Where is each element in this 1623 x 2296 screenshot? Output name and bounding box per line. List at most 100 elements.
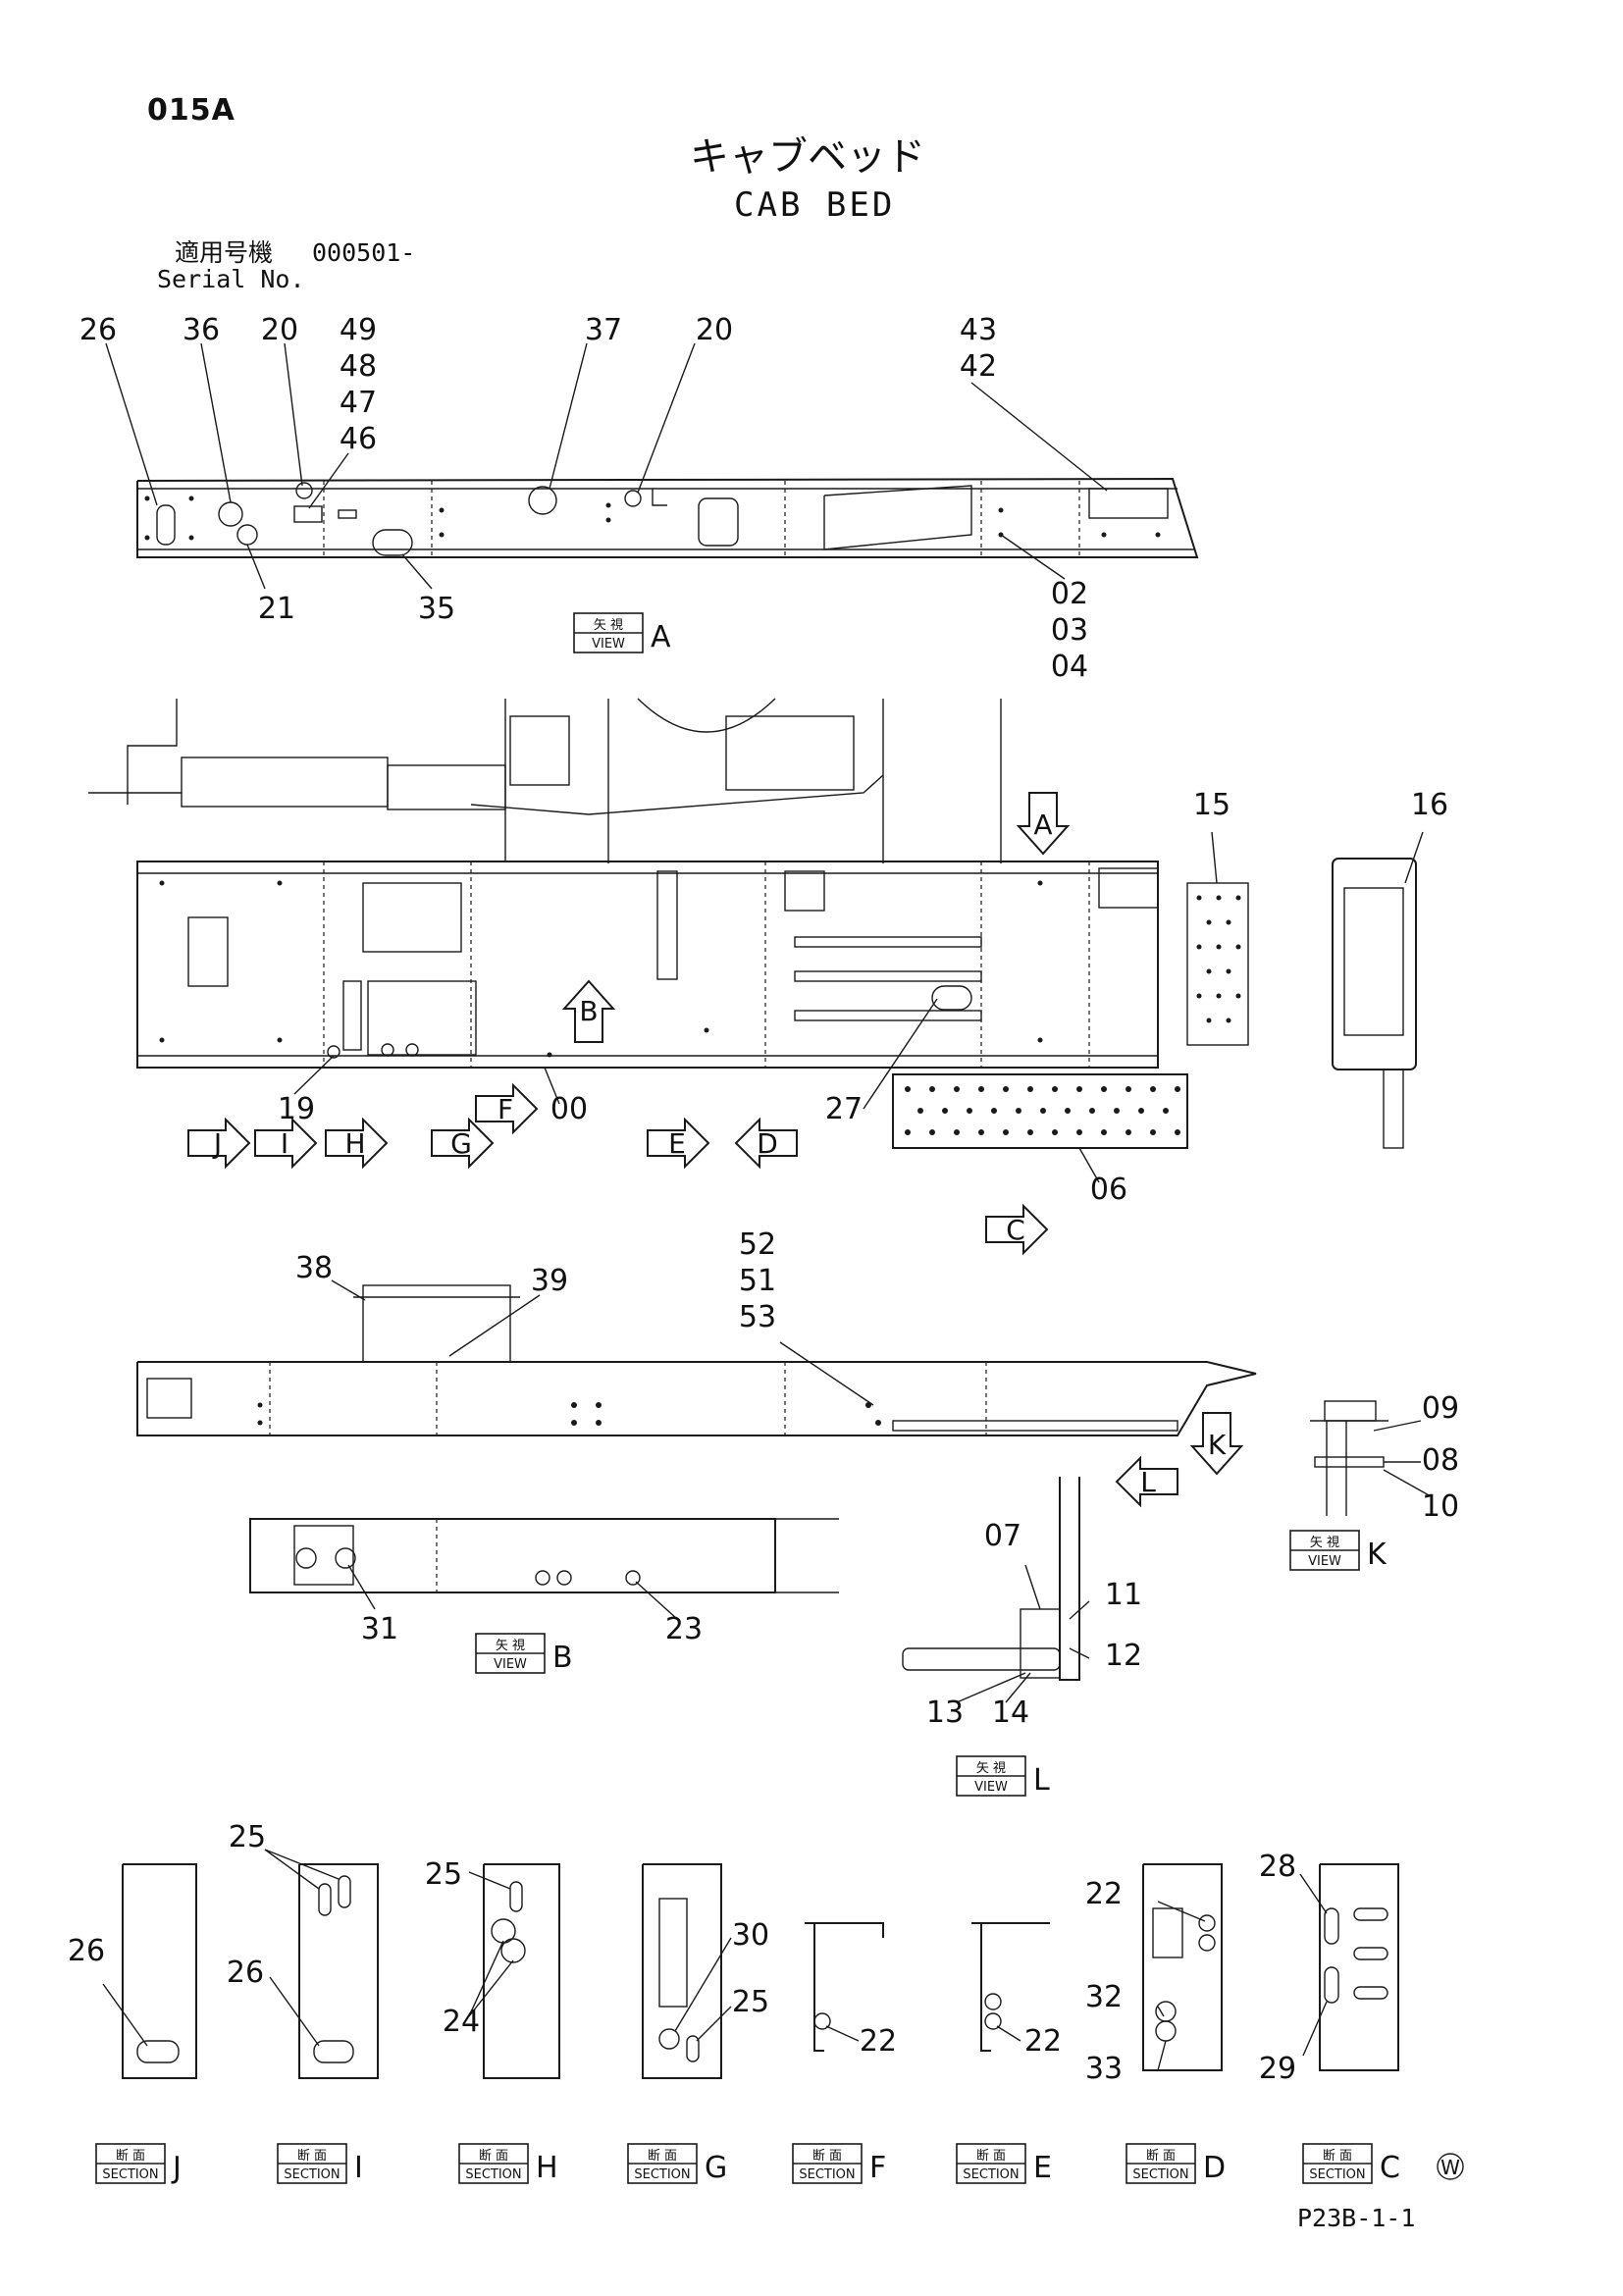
section-box-bottom-label: SECTION [1309,2167,1365,2182]
view-b-drawing [249,1518,839,1620]
part-callout-12: 12 [1105,1639,1142,1673]
section-box-j: 断 面 SECTION J [95,2143,182,2185]
section-box-bottom-label: SECTION [799,2167,855,2182]
section-g-drawing [642,1863,732,2079]
view-box-letter: A [651,620,671,654]
part-callout-15: 15 [1193,788,1230,822]
part-callout-43: 43 [960,313,997,347]
section-box-top-label: 断 面 [976,2149,1006,2164]
part-callout-07: 07 [984,1519,1021,1553]
part-callout-10: 10 [1422,1489,1459,1524]
arrow-marker-j: J [187,1117,251,1170]
part-callout-20: 20 [261,313,298,347]
section-box-letter: I [354,2151,363,2185]
section-box-top-label: 断 面 [479,2149,508,2164]
perforation-pattern [905,895,1241,1135]
serial-label-en: Serial No. [157,265,305,293]
arrow-letter-i: I [281,1127,288,1160]
view-box-letter: K [1367,1538,1387,1572]
part-callout-22: 22 [1085,1877,1123,1911]
part-callout-02: 02 [1051,577,1088,611]
part-callout-35: 35 [418,592,455,626]
section-j-drawing [102,1863,197,2079]
view-box-letter: B [552,1641,573,1675]
arrow-marker-g: G [431,1117,495,1170]
section-box-letter: H [536,2151,558,2185]
section-box-bottom-label: SECTION [465,2167,521,2182]
section-box-letter: F [869,2151,886,2185]
section-i-drawing [264,1849,379,2079]
arrow-letter-l: L [1140,1466,1156,1498]
part-callout-39: 39 [531,1264,568,1298]
part-callout-47: 47 [340,386,377,420]
part-callout-48: 48 [340,349,377,384]
view-box-top-label: 矢 視 [594,618,623,633]
page-reference: P23B-1-1 [1297,2204,1416,2232]
section-box-letter: G [705,2151,727,2185]
section-c-drawing [1299,1863,1399,2071]
section-box-h: 断 面 SECTION H [458,2143,558,2185]
arrow-letter-k: K [1208,1429,1227,1461]
part-callout-06: 06 [1090,1173,1127,1207]
section-box-top-label: 断 面 [812,2149,842,2164]
section-d-drawing [1142,1863,1223,2071]
arrow-marker-d: D [734,1117,798,1170]
view-box-top-label: 矢 視 [976,1761,1006,1776]
view-box-a: 矢 視 VIEW A [573,612,671,654]
section-box-top-label: 断 面 [1146,2149,1176,2164]
arrow-letter-c: C [1006,1214,1025,1246]
part-callout-26: 26 [227,1956,264,1990]
part-callout-21: 21 [258,592,295,626]
view-box-top-label: 矢 視 [1310,1536,1339,1550]
view-box-bottom-label: VIEW [494,1657,527,1672]
part-callout-33: 33 [1085,2052,1123,2086]
part-callout-25: 25 [425,1857,462,1892]
part-callout-22: 22 [1024,2024,1062,2059]
svg-text:W: W [1440,2156,1460,2179]
w-mark: W [1437,2153,1464,2180]
view-l-drawing [902,1477,1090,1703]
drawing-code: 015A [147,93,236,128]
part-callout-52: 52 [739,1227,776,1262]
serial-value: 000501- [312,238,416,267]
arrow-letter-d: D [757,1127,778,1160]
part-callout-20: 20 [696,313,733,347]
part-callout-37: 37 [585,313,622,347]
main-plan-view [88,698,1424,1183]
part-callout-26: 26 [68,1934,105,1968]
part-callout-32: 32 [1085,1980,1123,2014]
view-box-top-label: 矢 視 [496,1639,525,1653]
arrow-letter-g: G [450,1127,472,1160]
part-callout-04: 04 [1051,650,1088,684]
section-box-bottom-label: SECTION [102,2167,158,2182]
view-box-bottom-label: VIEW [1308,1554,1341,1569]
arrow-letter-b: B [579,995,598,1027]
part-callout-08: 08 [1422,1443,1459,1478]
arrow-marker-e: E [647,1117,710,1170]
part-callout-53: 53 [739,1300,776,1334]
section-box-letter: J [171,2151,182,2185]
view-box-bottom-label: VIEW [592,637,625,652]
arrow-marker-l: L [1115,1455,1178,1508]
part-callout-13: 13 [926,1696,964,1730]
part-callout-25: 25 [732,1985,769,2019]
part-callout-24: 24 [443,2005,480,2039]
serial-label-jp: 適用号機 [175,238,274,267]
section-box-top-label: 断 面 [116,2149,145,2164]
section-box-top-label: 断 面 [648,2149,677,2164]
arrow-marker-b: B [561,979,616,1043]
section-box-top-label: 断 面 [297,2149,327,2164]
arrow-letter-h: H [344,1127,365,1160]
arrow-marker-a: A [1016,792,1071,856]
section-box-letter: E [1033,2151,1052,2185]
side-elevation-view [136,1279,1257,1436]
section-box-top-label: 断 面 [1323,2149,1352,2164]
